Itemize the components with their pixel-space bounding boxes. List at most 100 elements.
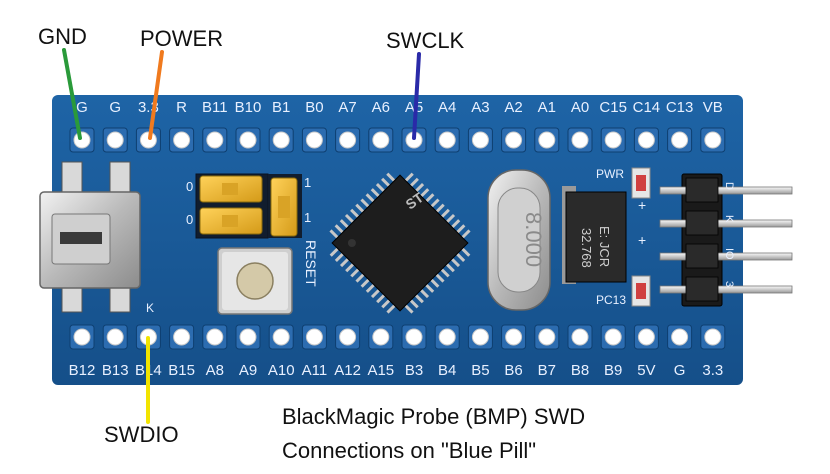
top-header-label: A7 (338, 99, 356, 116)
top-header-label: B1 (272, 99, 290, 116)
top-header-label: G (76, 99, 88, 116)
usb-k-label: K (146, 301, 154, 315)
bottom-pin-hole (272, 328, 290, 346)
top-header-label: A4 (438, 99, 456, 116)
mcu-chip (329, 172, 471, 314)
side-header-pin (659, 186, 793, 195)
pc13-label: PC13 (596, 293, 626, 307)
side-pin-label: IO (723, 248, 735, 260)
bottom-header-label: A9 (239, 362, 257, 379)
bottom-header-label: B4 (438, 362, 456, 379)
top-pin-hole (173, 131, 191, 149)
caption-line-2: Connections on "Blue Pill" (282, 438, 537, 463)
top-header-label: B0 (305, 99, 323, 116)
top-header-label: C15 (599, 99, 627, 116)
bottom-pin-hole (505, 328, 523, 346)
top-pin-hole (73, 131, 91, 149)
top-pin-hole (571, 131, 589, 149)
top-pin-hole (305, 131, 323, 149)
side-header-pin (659, 252, 793, 261)
bottom-header-pins (69, 324, 726, 350)
bottom-header-label: B5 (471, 362, 489, 379)
bottom-pin-hole (405, 328, 423, 346)
top-header-label: A3 (471, 99, 489, 116)
top-pin-hole (206, 131, 224, 149)
reset-button (217, 247, 293, 315)
top-header-label: A2 (504, 99, 522, 116)
top-pin-hole (139, 131, 157, 149)
rtc-crystal (562, 186, 627, 284)
bottom-header-label: B12 (69, 362, 96, 379)
bottom-header-label: B9 (604, 362, 622, 379)
swd-side-header (659, 173, 793, 307)
bottom-header-label: A8 (206, 362, 224, 379)
bottom-header-label: B13 (102, 362, 129, 379)
swclk-callout-line (412, 52, 421, 140)
bottom-header-label: A11 (302, 362, 328, 379)
pwr-label: PWR (596, 167, 624, 181)
top-header-label: C14 (633, 99, 661, 116)
pwr-led (631, 167, 651, 199)
bottom-pin-hole (637, 328, 655, 346)
bottom-pin-hole (372, 328, 390, 346)
swclk-callout-label: SWCLK (386, 28, 465, 53)
side-header-pin-block (685, 243, 719, 269)
side-header-pin-block (685, 276, 719, 302)
pc13-led (631, 275, 651, 307)
bottom-header-label: A12 (334, 362, 361, 379)
top-header-label: R (176, 99, 187, 116)
jumper-label: 0 (186, 179, 193, 194)
bottom-header-label: B15 (168, 362, 195, 379)
top-header-label: A1 (538, 99, 556, 116)
top-header-label: A0 (571, 99, 589, 116)
side-pin-label: K (723, 215, 735, 223)
gnd-callout-line (62, 48, 82, 140)
top-pin-hole (438, 131, 456, 149)
bottom-pin-hole (305, 328, 323, 346)
bottom-pin-hole (206, 328, 224, 346)
top-pin-hole (637, 131, 655, 149)
top-pin-hole (372, 131, 390, 149)
bottom-header-labels: B12B13B14B15A8A9A10A11A12A15B3B4B5B6B7B8… (69, 362, 724, 379)
top-pin-hole (604, 131, 622, 149)
bottom-pin-hole (173, 328, 191, 346)
callout-lines (62, 48, 421, 424)
bottom-pin-hole (438, 328, 456, 346)
top-header-label: B11 (202, 99, 228, 116)
side-header-pin-block (685, 177, 719, 203)
top-pin-hole (106, 131, 124, 149)
side-header-body (681, 173, 723, 307)
side-header-pin (659, 219, 793, 228)
main-crystal (487, 169, 551, 311)
bottom-pin-hole (106, 328, 124, 346)
rtc-crystal-code: E: JCR (597, 226, 612, 267)
plus-mark: + (638, 197, 646, 213)
bottom-pin-hole (339, 328, 357, 346)
micro-usb-connector (39, 161, 141, 313)
bottom-pin-hole (704, 328, 722, 346)
top-header-labels: GG3.3RB11B10B1B0A7A6A5A4A3A2A1A0C15C14C1… (76, 99, 723, 116)
bottom-pin-hole (471, 328, 489, 346)
bottom-header-label: B7 (538, 362, 556, 379)
top-header-label: A6 (372, 99, 390, 116)
jumper-label: 1 (304, 175, 311, 190)
top-header-label: B10 (235, 99, 262, 116)
bottom-pin-hole (239, 328, 257, 346)
bottom-pin-hole (73, 328, 91, 346)
bottom-pin-hole (538, 328, 556, 346)
crystal-label: 8.000 (521, 212, 546, 267)
side-header-pin-block (685, 210, 719, 236)
bottom-header-label: B6 (504, 362, 522, 379)
top-header-pins (69, 127, 726, 153)
bottom-pin-hole (571, 328, 589, 346)
top-pin-hole (471, 131, 489, 149)
bottom-header-label: B8 (571, 362, 589, 379)
caption-line-1: BlackMagic Probe (BMP) SWD (282, 404, 586, 429)
bottom-header-label: 3.3 (702, 362, 723, 379)
top-pin-hole (704, 131, 722, 149)
top-pin-hole (239, 131, 257, 149)
side-header-pin (659, 285, 793, 294)
